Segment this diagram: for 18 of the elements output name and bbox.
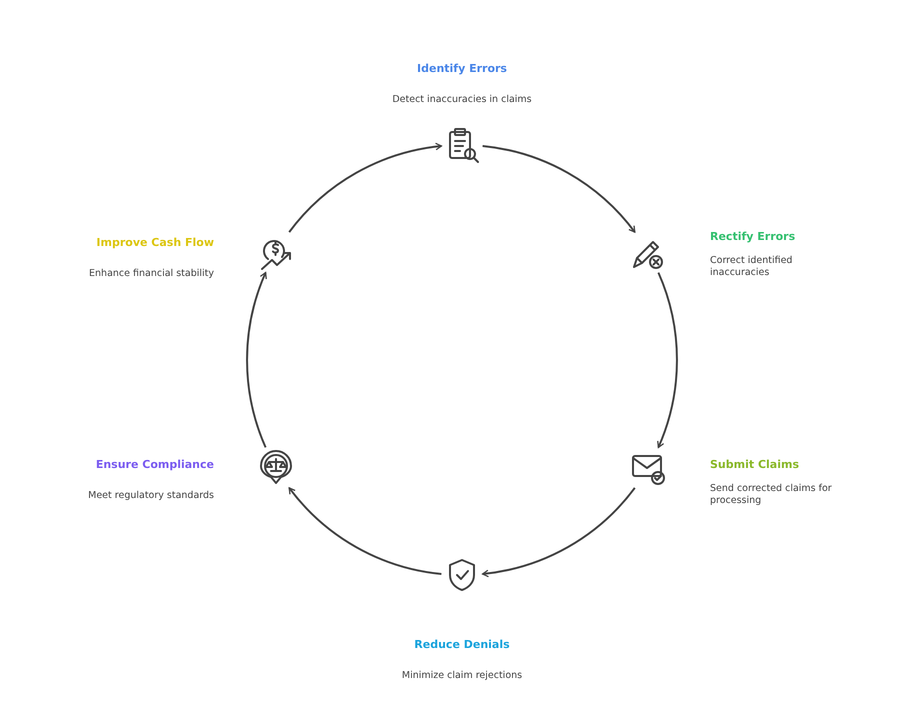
step-description: Correct identified inaccuracies (710, 255, 794, 280)
step-description: Meet regulatory standards (88, 490, 214, 502)
arrow (482, 145, 636, 233)
arrow (288, 487, 442, 575)
step-title: Improve Cash Flow (96, 236, 214, 249)
arrow (288, 143, 442, 233)
step-title: Submit Claims (710, 458, 799, 471)
arrow (246, 272, 268, 448)
step-title: Reduce Denials (414, 638, 510, 651)
step-description: Enhance financial stability (89, 268, 214, 280)
step-description: Send corrected claims for processing (710, 483, 833, 508)
arrow (656, 272, 678, 448)
arrow (482, 487, 636, 577)
step-description: Minimize claim rejections (402, 670, 522, 682)
step-title: Ensure Compliance (96, 458, 214, 471)
step-description: Detect inaccuracies in claims (392, 94, 532, 106)
step-title: Identify Errors (417, 62, 507, 75)
step-title: Rectify Errors (710, 230, 796, 243)
